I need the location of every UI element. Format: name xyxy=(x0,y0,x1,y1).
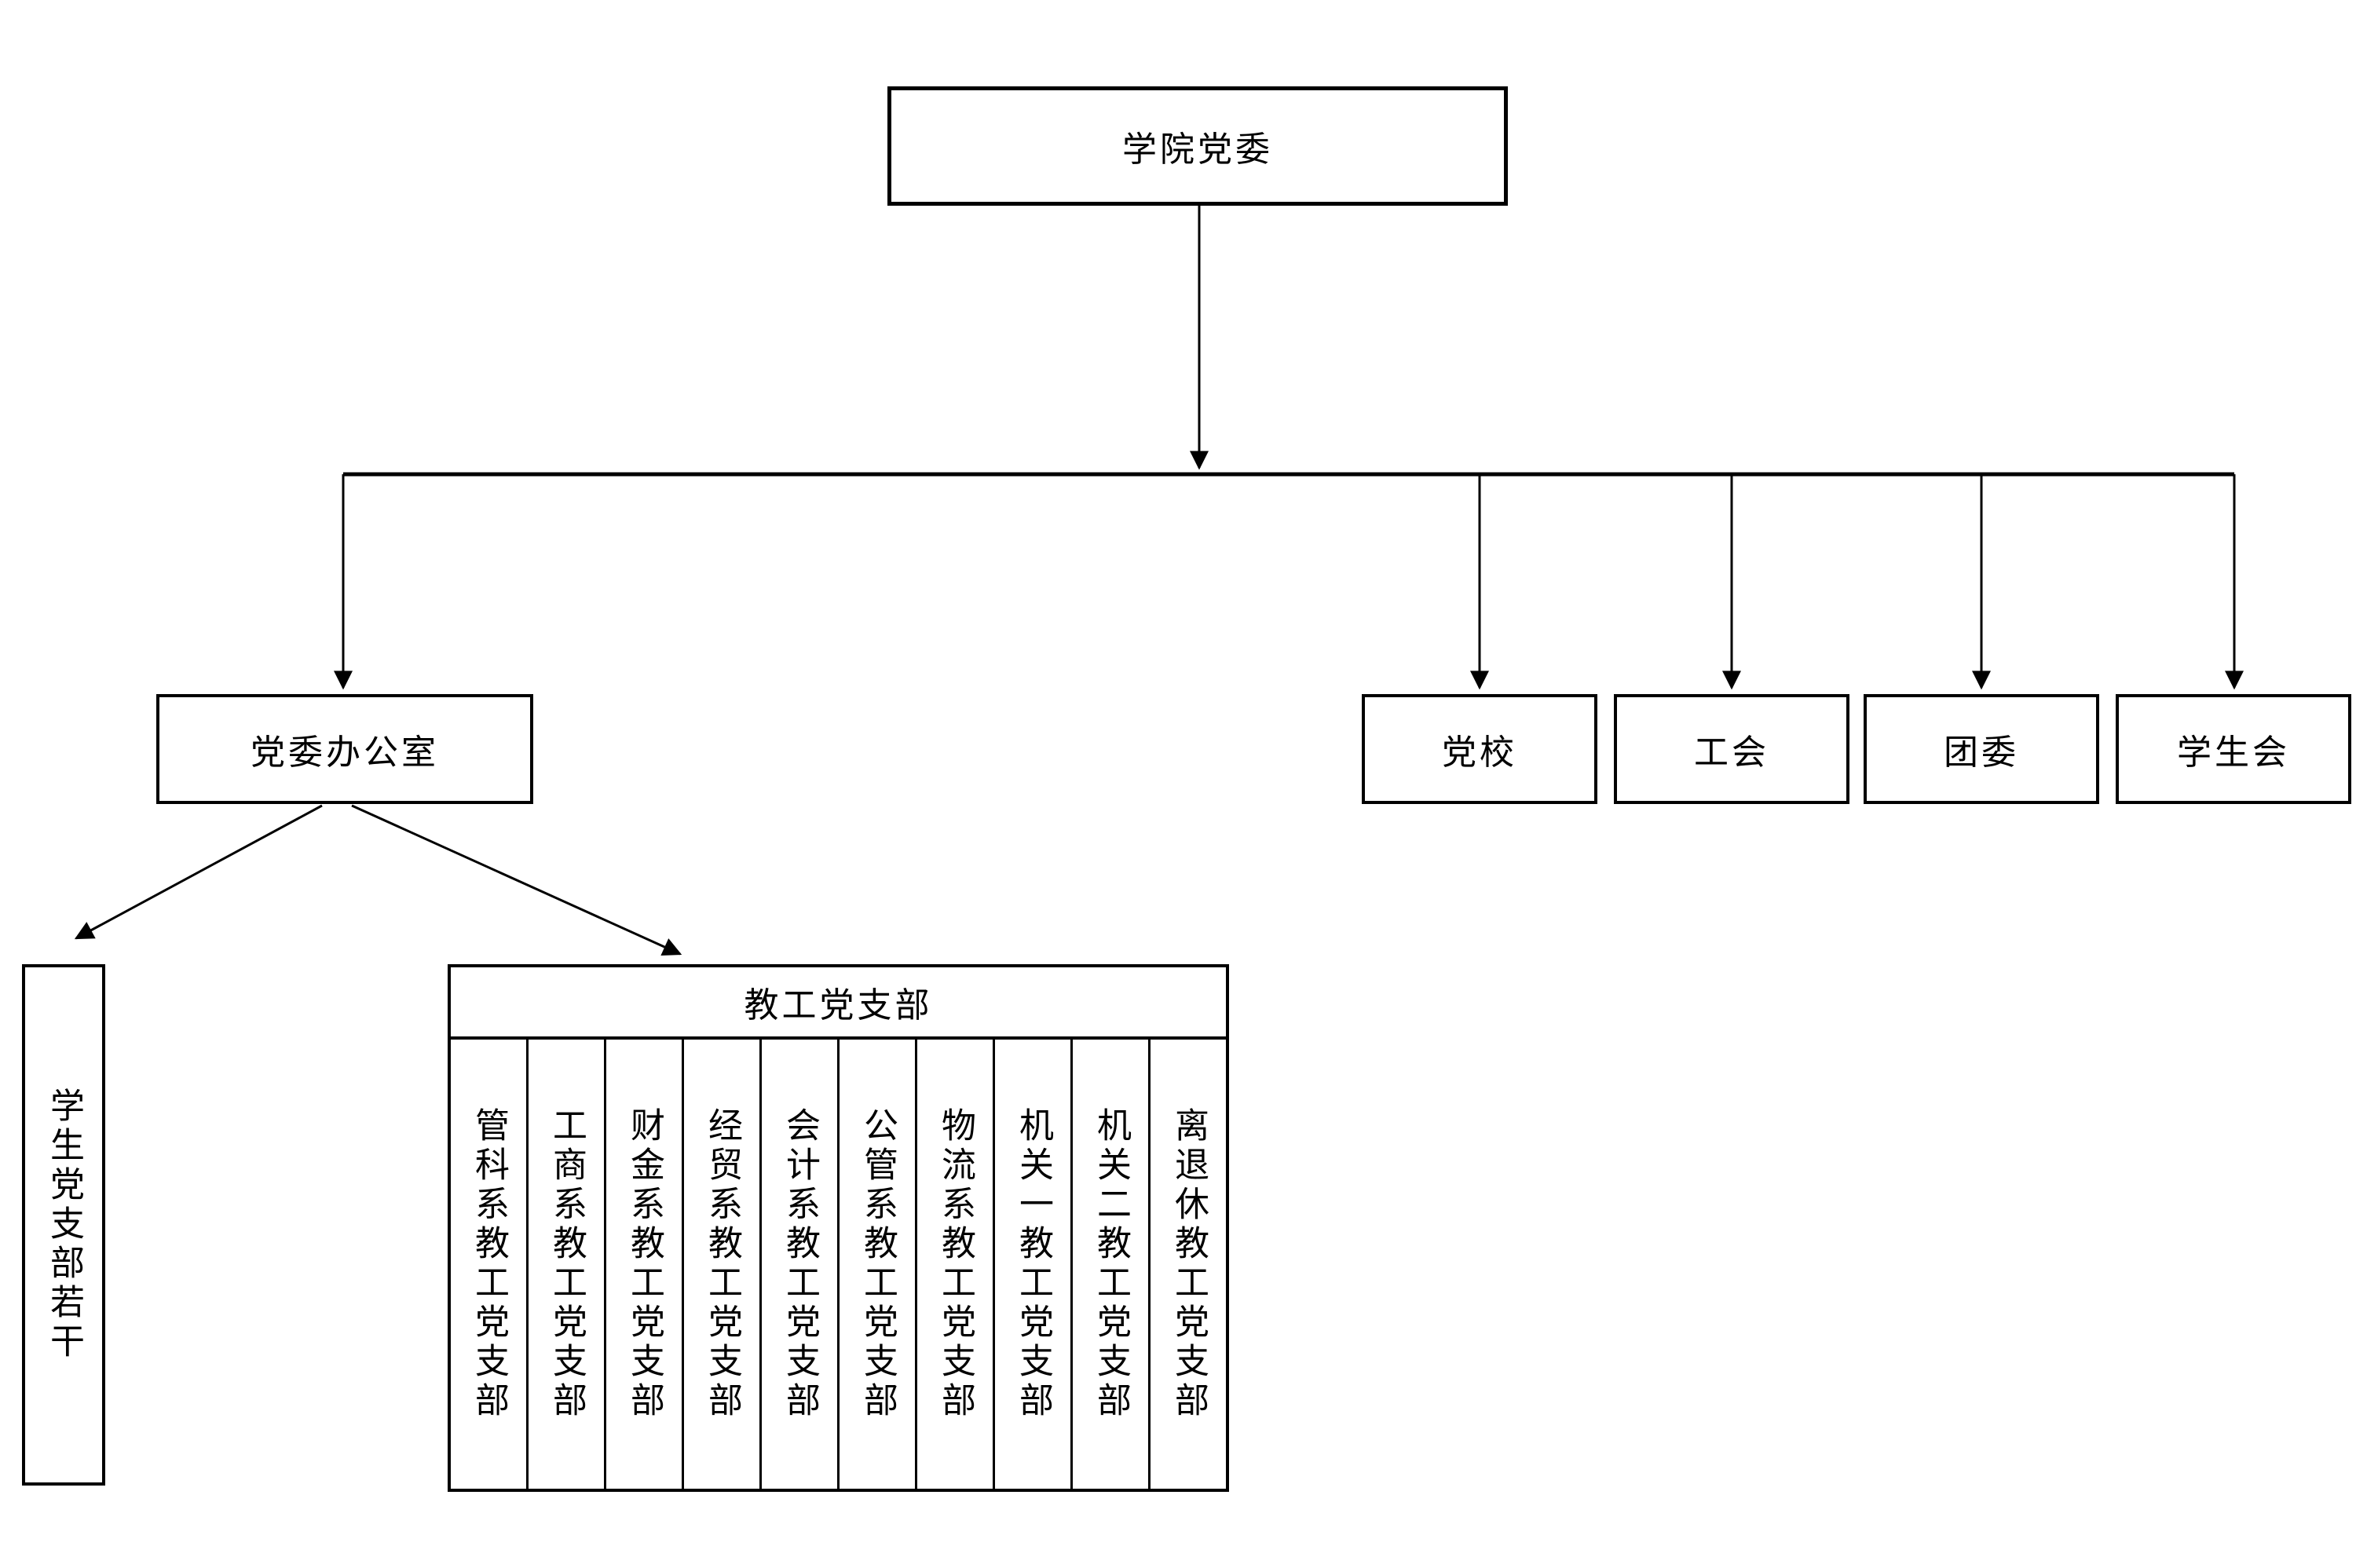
faculty-party-branch-header-label: 教工党支部 xyxy=(744,986,933,1025)
faculty-branch-label: 会计系教工党支部 xyxy=(781,1107,819,1421)
faculty-branch-label: 公管系教工党支部 xyxy=(858,1107,897,1421)
youth-league-label: 团委 xyxy=(1944,733,2019,772)
faculty-branch-label: 财金系教工党支部 xyxy=(625,1107,664,1421)
faculty-branch-column: 经贸系教工党支部 xyxy=(684,1040,762,1489)
party-school-box: 党校 xyxy=(1362,694,1597,804)
faculty-branch-column: 工商系教工党支部 xyxy=(529,1040,606,1489)
root-box-college-party-committee: 学院党委 xyxy=(887,86,1508,206)
faculty-branch-column: 公管系教工党支部 xyxy=(840,1040,917,1489)
labor-union-label: 工会 xyxy=(1694,733,1769,772)
faculty-branch-column: 会计系教工党支部 xyxy=(762,1040,840,1489)
faculty-branch-label: 工商系教工党支部 xyxy=(547,1107,586,1421)
faculty-party-branch-box: 教工党支部 管科系教工党支部 工商系教工党支部 财金系教工党支部 经贸系教工党支… xyxy=(448,964,1229,1492)
faculty-branch-columns: 管科系教工党支部 工商系教工党支部 财金系教工党支部 经贸系教工党支部 会计系教… xyxy=(451,1040,1226,1489)
root-label: 学院党委 xyxy=(1122,130,1273,169)
faculty-branch-column: 机关二教工党支部 xyxy=(1073,1040,1151,1489)
faculty-branch-label: 物流系教工党支部 xyxy=(936,1107,975,1421)
student-party-branch-box: 学生党支部若干 xyxy=(22,964,105,1486)
faculty-branch-label: 机关二教工党支部 xyxy=(1092,1107,1130,1421)
party-committee-office-box: 党委办公室 xyxy=(156,694,533,804)
student-party-branch-label: 学生党支部若干 xyxy=(45,1087,83,1362)
labor-union-box: 工会 xyxy=(1614,694,1849,804)
faculty-branch-label: 机关一教工党支部 xyxy=(1014,1107,1052,1421)
student-union-box: 学生会 xyxy=(2116,694,2351,804)
faculty-branch-column: 物流系教工党支部 xyxy=(917,1040,995,1489)
faculty-branch-column: 管科系教工党支部 xyxy=(451,1040,529,1489)
faculty-branch-label: 离退休教工党支部 xyxy=(1169,1107,1208,1421)
party-committee-office-label: 党委办公室 xyxy=(251,733,439,772)
faculty-branch-column: 机关一教工党支部 xyxy=(995,1040,1073,1489)
faculty-branch-label: 管科系教工党支部 xyxy=(470,1107,508,1421)
party-school-label: 党校 xyxy=(1442,733,1517,772)
faculty-branch-column: 离退休教工党支部 xyxy=(1151,1040,1226,1489)
student-union-label: 学生会 xyxy=(2177,733,2290,772)
youth-league-box: 团委 xyxy=(1864,694,2099,804)
faculty-branch-label: 经贸系教工党支部 xyxy=(703,1107,741,1421)
faculty-party-branch-header: 教工党支部 xyxy=(451,967,1226,1040)
faculty-branch-column: 财金系教工党支部 xyxy=(606,1040,684,1489)
